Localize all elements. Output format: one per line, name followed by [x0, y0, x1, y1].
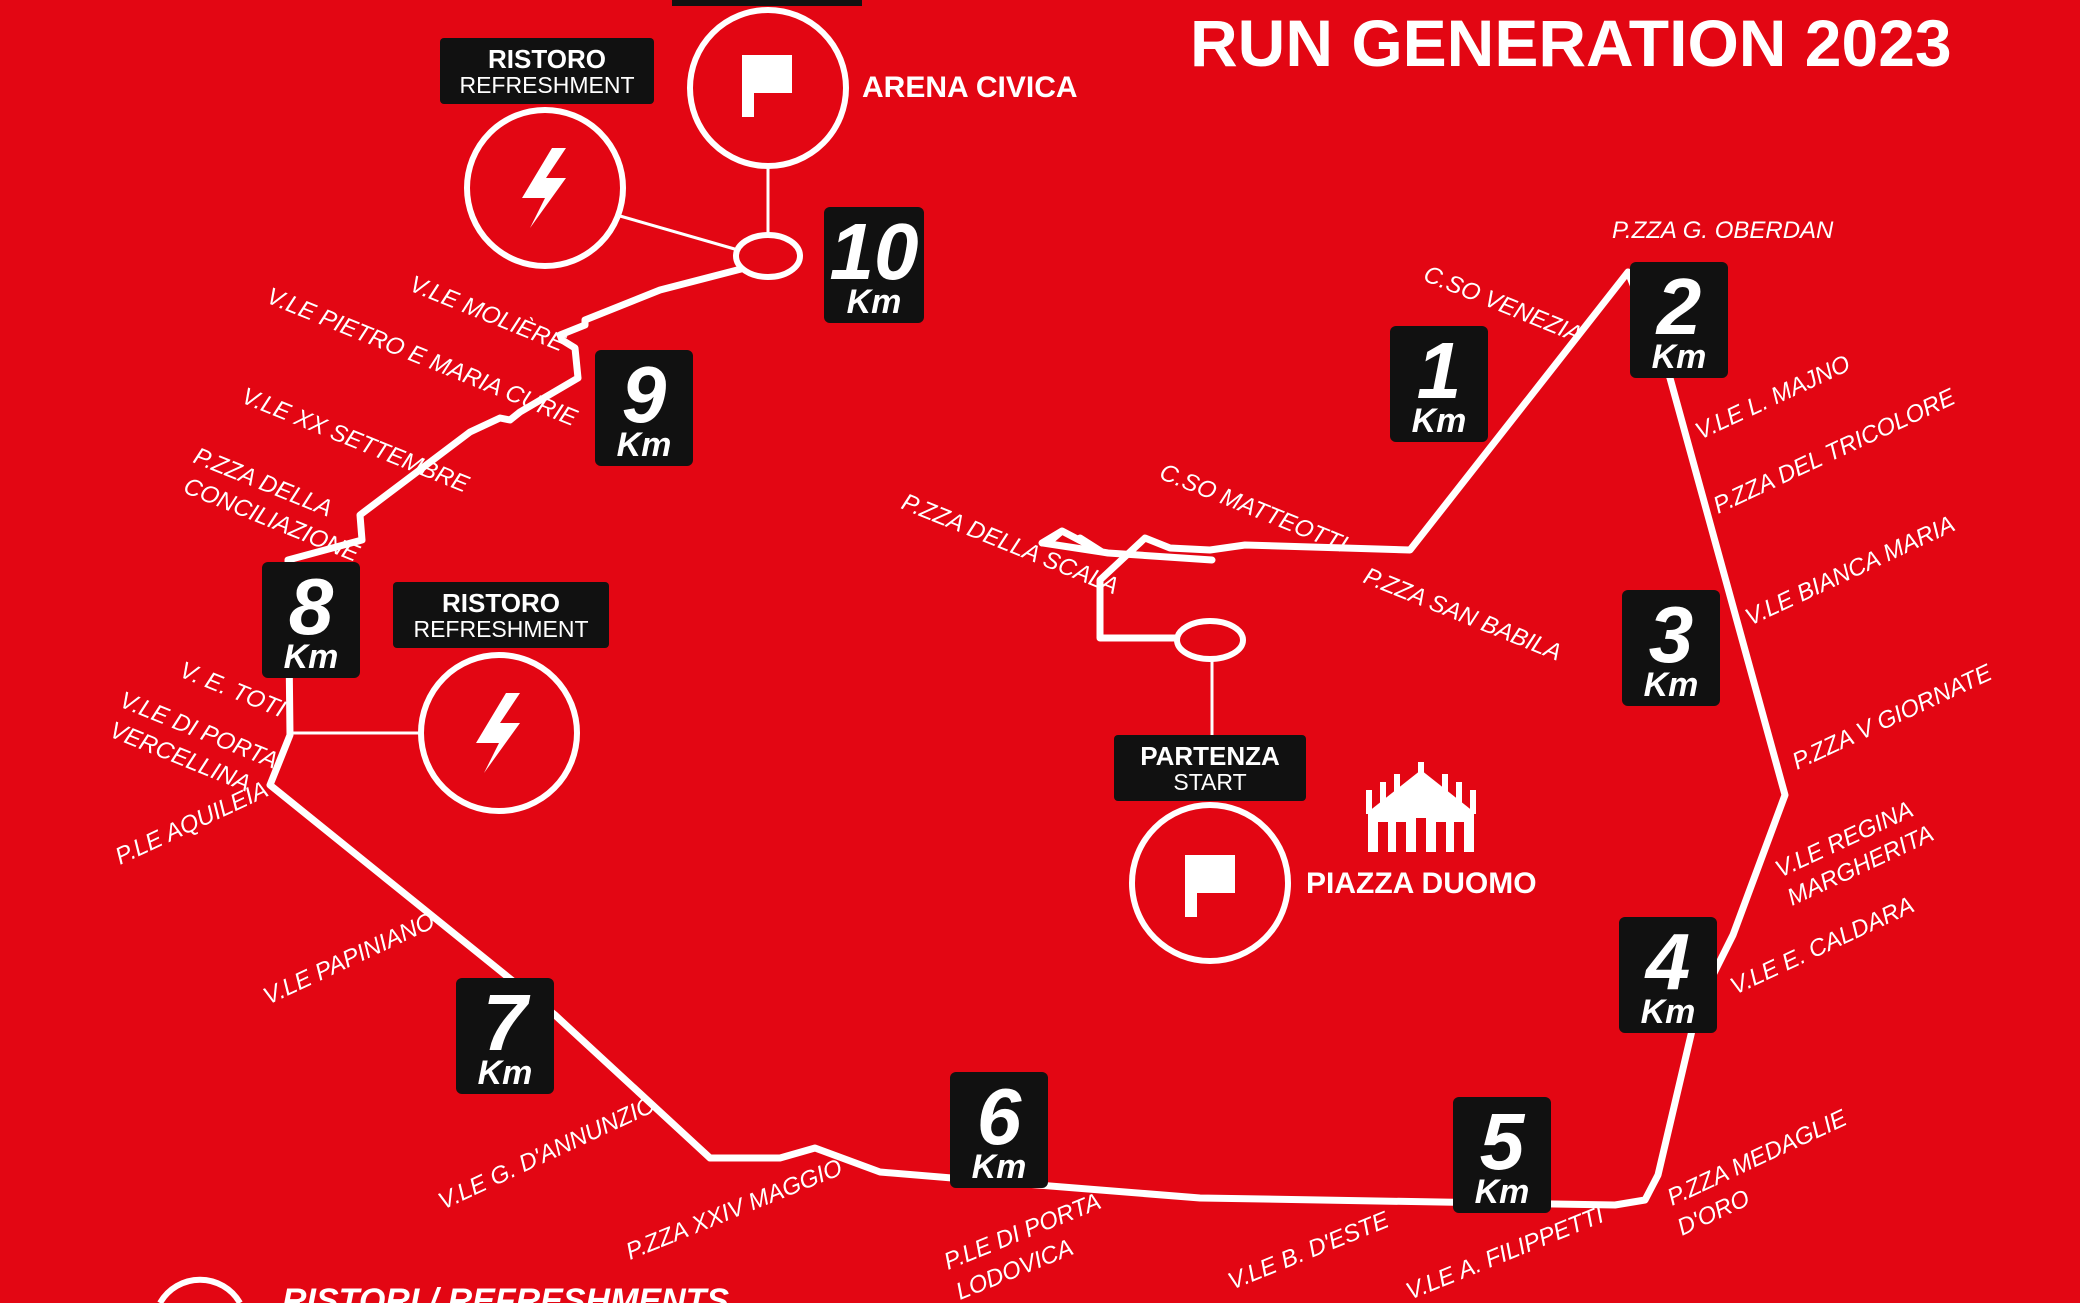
km-marker-number: 10 [830, 207, 919, 296]
start-label-bold: PARTENZA [1140, 741, 1280, 771]
finish-marker: ARENA CIVICA [672, 0, 1078, 169]
km-marker-number: 6 [977, 1072, 1022, 1161]
street-label: V.LE E. CALDARA [1726, 892, 1918, 1001]
km-marker-7: 7Km [456, 978, 554, 1094]
km-marker-unit: Km [617, 426, 672, 464]
km-marker-unit: Km [478, 1054, 533, 1092]
km-marker-1: 1Km [1390, 326, 1488, 442]
km-marker-number: 4 [1644, 917, 1691, 1006]
lightning-icon [476, 693, 520, 773]
refreshment-2-label-box [393, 582, 609, 648]
km-marker-4: 4Km [1619, 917, 1717, 1033]
km-marker-box [950, 1072, 1048, 1188]
start-point [1174, 618, 1246, 662]
start-label-box [1114, 735, 1306, 801]
km-marker-unit: Km [1475, 1173, 1530, 1211]
street-label: P.ZZA V GIORNATE [1788, 659, 1997, 776]
km-marker-unit: Km [1652, 338, 1707, 376]
street-label: P.ZZA G. OBERDAN [1612, 217, 1834, 244]
km-marker-number: 2 [1655, 262, 1702, 351]
km-marker-3: 3Km [1622, 590, 1720, 706]
km-marker-2: 2Km [1630, 262, 1728, 378]
street-label: V.LE G. D'ANNUNZIO [434, 1091, 659, 1215]
finish-point [733, 232, 803, 280]
km-marker-number: 9 [622, 350, 667, 439]
km-marker-number: 1 [1417, 326, 1462, 415]
km-marker-box [456, 978, 554, 1094]
page-title: RUN GENERATION 2023 [1190, 6, 1952, 80]
km-marker-number: 7 [483, 978, 531, 1067]
km-marker-number: 3 [1649, 590, 1694, 679]
route [1038, 527, 1216, 564]
km-marker-unit: Km [847, 283, 902, 321]
km-marker-box [1622, 590, 1720, 706]
legend-refreshment-icon [157, 1276, 243, 1303]
street-label: V.LE BIANCA MARIA [1741, 511, 1959, 632]
km-marker-unit: Km [284, 638, 339, 676]
arena-civica-label: ARENA CIVICA [862, 71, 1078, 104]
km-marker-unit: Km [972, 1148, 1027, 1186]
start-label-sub: START [1173, 769, 1246, 795]
refreshment-2-label-sub: REFRESHMENT [413, 616, 588, 642]
route-path [1038, 527, 1216, 564]
flag-icon [742, 55, 792, 117]
km-marker-6: 6Km [950, 1072, 1048, 1188]
km-marker-box [1619, 917, 1717, 1033]
km-marker-8: 8Km [262, 562, 360, 678]
refreshment-1-label-sub: REFRESHMENT [459, 72, 634, 98]
km-marker-unit: Km [1644, 666, 1699, 704]
finish-label-tab [672, 0, 862, 6]
duomo-cathedral-icon [1366, 762, 1476, 852]
refreshment-1-label-bold: RISTORO [488, 44, 606, 74]
street-label: P.ZZA XXIV MAGGIO [622, 1154, 846, 1265]
km-marker-9: 9Km [595, 350, 693, 466]
street-label: P.ZZA MEDAGLIE [1663, 1104, 1852, 1211]
street-label: V.LE B. D'ESTE [1224, 1206, 1393, 1295]
km-marker-box [1630, 262, 1728, 378]
km-marker-box [595, 350, 693, 466]
legend: RISTORI / REFRESHMENTS [157, 1276, 729, 1303]
refreshment-1: RISTORO REFRESHMENT [440, 38, 654, 269]
flag-icon [1185, 855, 1235, 917]
km-marker-unit: Km [1412, 402, 1467, 440]
lightning-icon [522, 148, 566, 228]
km-marker-box [1390, 326, 1488, 442]
km-marker-5: 5Km [1453, 1097, 1551, 1213]
km-marker-number: 5 [1480, 1097, 1526, 1186]
route-line [266, 264, 1789, 1209]
km-marker-unit: Km [1641, 993, 1696, 1031]
km-marker-number: 8 [289, 562, 334, 651]
street-label: V.LE PAPINIANO [259, 907, 439, 1010]
start-marker: PARTENZA START [1114, 735, 1306, 964]
km-marker-box [824, 207, 924, 323]
refreshment-1-connector [619, 214, 746, 254]
street-label: P.ZZA SAN BABILA [1360, 563, 1566, 667]
piazza-duomo-label: PIAZZA DUOMO [1306, 867, 1537, 900]
refreshment-1-label-box [440, 38, 654, 104]
km-marker-box [262, 562, 360, 678]
km-marker-box [1453, 1097, 1551, 1213]
street-label: V.LE A. FILIPPETTI [1402, 1201, 1608, 1303]
refreshment-2: RISTORO REFRESHMENT [393, 582, 609, 814]
refreshment-2-label-bold: RISTORO [442, 588, 560, 618]
legend-text: RISTORI / REFRESHMENTS [282, 1282, 729, 1303]
street-label: V.LE MOLIÈRE [406, 271, 570, 358]
street-label: P.LE AQUILEIA [111, 776, 272, 870]
